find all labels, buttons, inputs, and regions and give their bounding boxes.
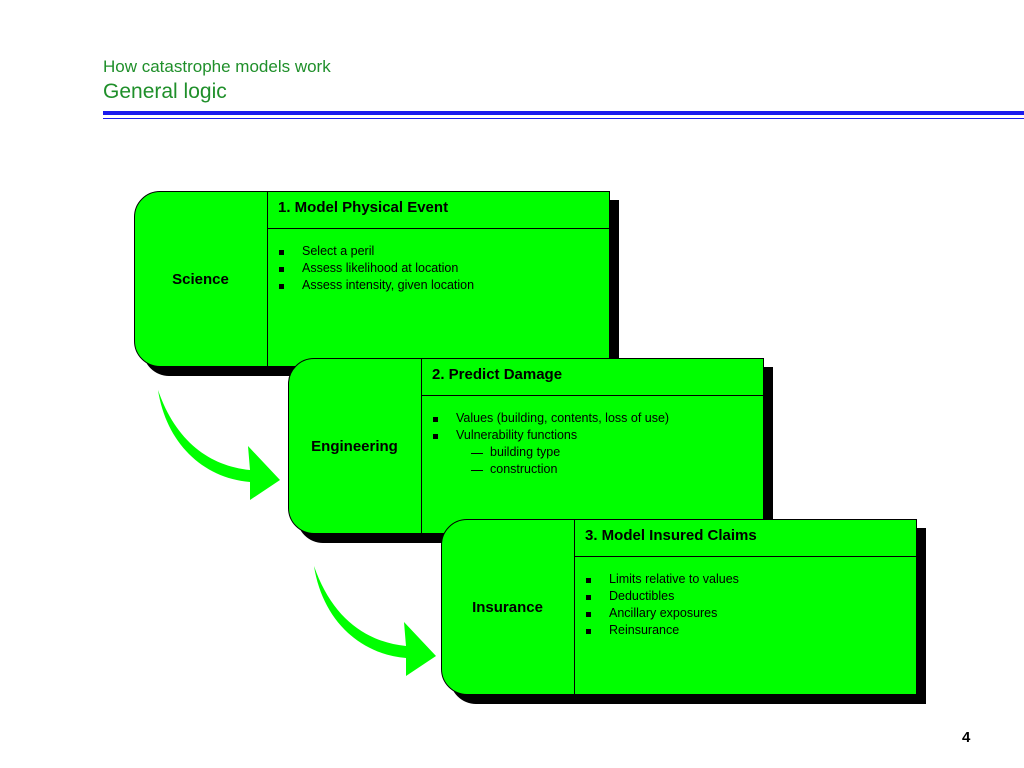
list-item: Reinsurance	[585, 622, 739, 639]
stage-box	[288, 358, 764, 534]
header-rule-thick	[103, 111, 1024, 115]
stage-divider	[574, 519, 575, 695]
stage-heading: 2. Predict Damage	[432, 366, 563, 383]
stage-heading: 1. Model Physical Event	[278, 199, 449, 216]
list-item: Assess likelihood at location	[278, 260, 474, 277]
sub-list-item: construction	[432, 461, 669, 478]
stage-box	[441, 519, 917, 695]
curved-arrow-icon	[158, 390, 280, 500]
list-item: Values (building, contents, loss of use)	[432, 410, 669, 427]
list-item: Assess intensity, given location	[278, 277, 474, 294]
list-item: Ancillary exposures	[585, 605, 739, 622]
curved-arrow-icon	[314, 566, 436, 676]
list-item: Limits relative to values	[585, 571, 739, 588]
stage-bullet-list: Select a peril Assess likelihood at loca…	[278, 243, 474, 294]
stage-divider	[421, 358, 422, 534]
stage-label: Insurance	[472, 598, 543, 616]
page-title: How catastrophe models work	[103, 57, 331, 76]
list-item: Select a peril	[278, 243, 474, 260]
stage-box	[134, 191, 610, 367]
header-rule-thin	[103, 118, 1024, 119]
list-item: Vulnerability functions	[432, 427, 669, 444]
stage-bullet-list: Limits relative to values Deductibles An…	[585, 571, 739, 639]
stage-heading-rule	[267, 228, 610, 229]
stage-heading: 3. Model Insured Claims	[585, 527, 757, 544]
stage-insurance: Insurance 3. Model Insured Claims Limits…	[441, 519, 926, 704]
stage-bullet-list: Values (building, contents, loss of use)…	[432, 410, 669, 478]
stage-heading-rule	[574, 556, 917, 557]
list-item: Deductibles	[585, 588, 739, 605]
stage-engineering: Engineering 2. Predict Damage Values (bu…	[288, 358, 773, 543]
stage-label: Engineering	[311, 437, 398, 455]
page-subtitle: General logic	[103, 80, 227, 103]
stage-divider	[267, 191, 268, 367]
stage-label: Science	[172, 270, 229, 288]
page-number: 4	[962, 729, 971, 746]
sub-list-item: building type	[432, 444, 669, 461]
stage-science: Science 1. Model Physical Event Select a…	[134, 191, 619, 376]
stage-heading-rule	[421, 395, 764, 396]
